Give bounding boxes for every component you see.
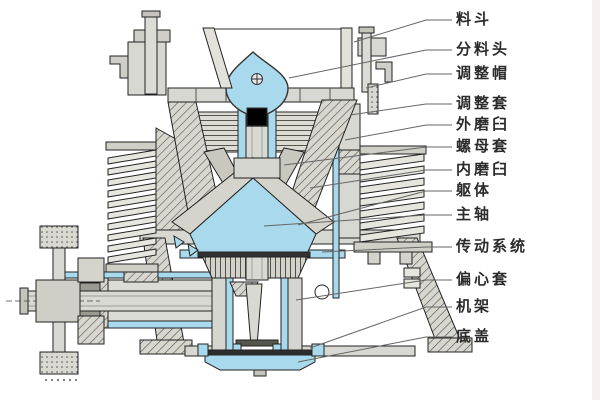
label-body: 躯体	[456, 182, 493, 199]
label-eccentric-sleeve: 偏心套	[456, 271, 511, 288]
leader-adjusting-sleeve	[349, 103, 452, 116]
adjusting-assembly	[155, 87, 361, 299]
label-hopper: 料斗	[456, 11, 493, 28]
leader-body	[297, 190, 452, 226]
leader-mantle	[309, 169, 452, 189]
spring-left	[105, 141, 159, 283]
leader-concave	[344, 124, 452, 141]
leader-distributor-head	[288, 49, 452, 79]
hook-pipe-right	[375, 61, 393, 83]
leader-main-shaft	[263, 214, 452, 227]
bottom-cover	[197, 343, 325, 377]
spring-right	[353, 145, 433, 289]
label-frame: 机架	[456, 298, 493, 315]
leader-hopper	[353, 19, 452, 43]
label-bottom-cover: 底盖	[456, 328, 493, 345]
label-inner-mantle: 内磨臼	[456, 161, 511, 178]
leader-eccentric-sleeve	[295, 279, 452, 301]
leader-transmission	[321, 246, 452, 253]
leader-adjusting-cap	[365, 73, 452, 89]
nut-sleeve	[233, 157, 281, 179]
label-main-shaft: 主轴	[456, 206, 493, 223]
label-adjusting-cap: 调整帽	[456, 65, 511, 82]
leader-lines	[263, 19, 452, 363]
hook-pipe-left	[109, 55, 129, 79]
bolt-left	[144, 13, 158, 95]
leader-frame	[309, 306, 452, 349]
belt-pulley	[35, 225, 105, 381]
label-adjusting-sleeve: 调整套	[456, 95, 511, 112]
eccentric-sleeve	[211, 277, 330, 353]
hopper	[202, 27, 353, 89]
cone-assembly	[171, 99, 335, 281]
top-brackets	[109, 10, 393, 115]
label-transmission: 传动系统	[456, 238, 529, 255]
label-outer-concave: 外磨臼	[456, 116, 511, 133]
leader-bottom-cover	[297, 336, 452, 363]
label-distributor-head: 分料头	[456, 41, 511, 58]
leader-nut-sleeve	[283, 146, 452, 166]
scan-edge-artifact	[592, 0, 600, 400]
label-nut-sleeve: 螺母套	[456, 138, 511, 155]
